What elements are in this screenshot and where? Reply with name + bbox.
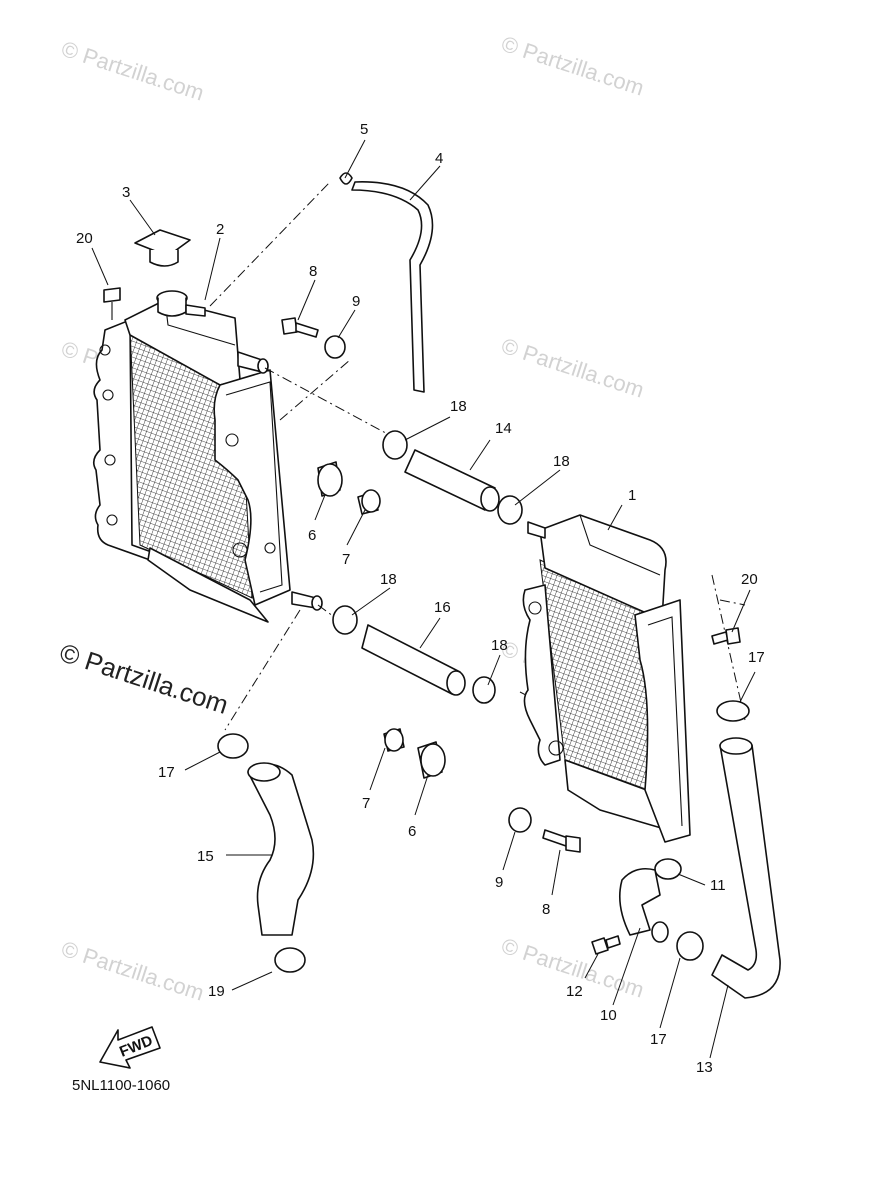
collar-7-lower (383, 728, 405, 752)
callout-12: 12 (566, 983, 583, 1000)
watermark: © Partzilla.com (498, 31, 647, 101)
clamp-17-lower (676, 931, 704, 961)
clamp-18-a (382, 430, 408, 460)
callout-9-upper: 9 (352, 293, 360, 310)
callout-4: 4 (435, 150, 443, 167)
clamp-18-b (497, 495, 523, 525)
clamp-17-right (716, 700, 750, 722)
assembly-lines (209, 181, 746, 731)
watermark: © Partzilla.com (58, 36, 207, 106)
grommet-6-lower (417, 741, 446, 779)
bolt-12 (591, 935, 621, 955)
callouts: 1 2 3 4 5 6 6 7 7 8 8 9 9 10 11 12 13 14… (76, 121, 765, 1076)
callout-7-upper: 7 (342, 551, 350, 568)
callout-9-lower: 9 (495, 874, 503, 891)
watermark-large: © Partzilla.com (56, 637, 232, 720)
hose-4 (351, 181, 434, 393)
pipe-10 (619, 867, 669, 943)
hose-15 (247, 763, 315, 936)
callout-18-c: 18 (380, 571, 397, 588)
callout-11: 11 (710, 877, 726, 894)
clamp-18-c (332, 605, 358, 635)
callout-20-right: 20 (741, 571, 758, 588)
callout-7-lower: 7 (362, 795, 370, 812)
grommet-6-upper (317, 461, 343, 497)
fwd-arrow-icon: FWD (99, 1026, 161, 1069)
left-radiator (92, 290, 323, 623)
bolt-8-lower (542, 829, 581, 853)
callout-20-left: 20 (76, 230, 93, 247)
hose-13 (711, 741, 781, 999)
callout-leaders (91, 139, 756, 1059)
callout-6-upper: 6 (308, 527, 316, 544)
callout-6-lower: 6 (408, 823, 416, 840)
washer-9-upper (324, 335, 346, 359)
bolt-8-upper (281, 317, 319, 338)
callout-13: 13 (696, 1059, 713, 1076)
callout-15: 15 (197, 848, 214, 865)
callout-18-b: 18 (553, 453, 570, 470)
callout-5: 5 (360, 121, 368, 138)
callout-16: 16 (434, 599, 451, 616)
callout-2: 2 (216, 221, 224, 238)
clamp-18-d (472, 676, 496, 704)
clamp-19 (274, 947, 306, 973)
collar-7-upper (357, 489, 381, 515)
hose-16 (361, 624, 461, 695)
watermark: © Partzilla.com (498, 333, 647, 403)
right-radiator (522, 514, 691, 843)
callout-17-left: 17 (158, 764, 175, 781)
callout-10: 10 (600, 1007, 617, 1024)
callout-8-upper: 8 (309, 263, 317, 280)
radiator-cap-3 (134, 229, 191, 267)
callout-3: 3 (122, 184, 130, 201)
callout-18-a: 18 (450, 398, 467, 415)
bolt-20-left (103, 287, 121, 320)
watermark: © Partzilla.com (58, 936, 207, 1006)
washer-9-lower (508, 807, 532, 833)
clip-5 (339, 172, 353, 185)
callout-17-right: 17 (748, 649, 765, 666)
o-ring-11 (654, 858, 682, 880)
bolt-20-right (711, 627, 741, 645)
diagram-code: 5NL1100-1060 (72, 1077, 170, 1094)
callout-17-lower: 17 (650, 1031, 667, 1048)
clamp-17-left (217, 733, 249, 759)
callout-1: 1 (628, 487, 636, 504)
callout-19: 19 (208, 983, 225, 1000)
callout-8-lower: 8 (542, 901, 550, 918)
callout-14: 14 (495, 420, 512, 437)
callout-18-d: 18 (491, 637, 508, 654)
